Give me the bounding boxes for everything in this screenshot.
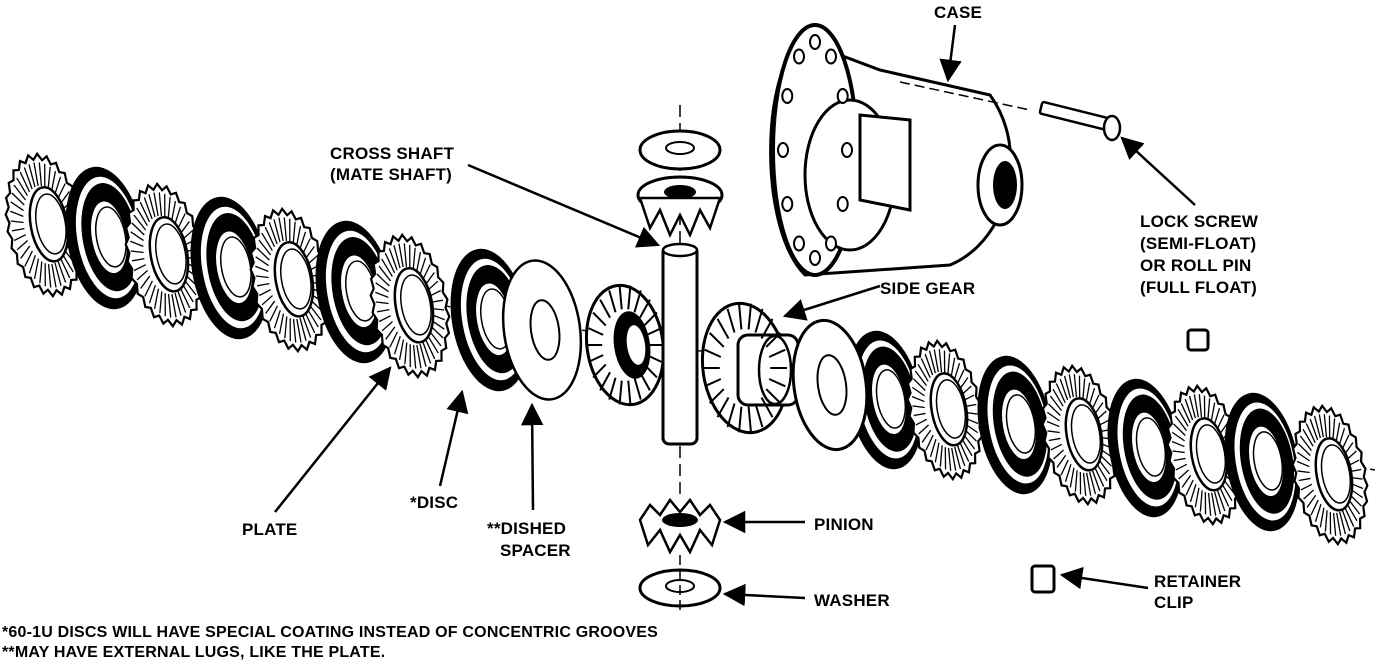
clutch-plate <box>1291 403 1369 547</box>
clutch-disc <box>847 330 923 470</box>
label-mate-shaft: (MATE SHAFT) <box>330 165 453 184</box>
clutch-plate <box>369 232 451 380</box>
footnote-spacer: **MAY HAVE EXTERNAL LUGS, LIKE THE PLATE… <box>2 644 386 661</box>
side-gear-right <box>700 301 800 435</box>
clutch-disc <box>977 355 1053 495</box>
clutch-plate <box>1166 383 1244 527</box>
bottom-pinion <box>638 497 722 555</box>
differential-case <box>769 23 1031 277</box>
clutch-plate <box>906 338 984 482</box>
cross-shaft <box>661 105 699 495</box>
label-plate: PLATE <box>242 520 298 539</box>
label-lock-screw: LOCK SCREW <box>1140 212 1259 231</box>
clutch-plate <box>1041 363 1119 507</box>
label-case: CASE <box>934 3 983 22</box>
label-clip: CLIP <box>1154 593 1194 612</box>
label-washer: WASHER <box>814 591 890 610</box>
clutch-disc <box>190 196 270 340</box>
clutch-plate <box>124 181 206 329</box>
top-washer <box>638 129 722 171</box>
label-dished: **DISHED <box>487 519 567 538</box>
dished-spacer-left <box>501 259 583 401</box>
footnote-disc: *60-1U DISCS WILL HAVE SPECIAL COATING I… <box>2 624 659 641</box>
label-semi-float: (SEMI-FLOAT) <box>1140 234 1257 253</box>
clutch-plate <box>249 206 331 354</box>
label-side-gear: SIDE GEAR <box>880 279 976 298</box>
left-clutch-pack <box>4 151 530 392</box>
dished-spacer-right <box>791 318 869 452</box>
label-pinion: PINION <box>814 515 874 534</box>
label-spacer: SPACER <box>500 541 571 560</box>
clutch-plate <box>4 151 86 299</box>
top-pinion <box>636 175 724 239</box>
retainer-clip-piece <box>1030 328 1210 594</box>
side-gear-left <box>584 283 666 407</box>
label-disc: *DISC <box>410 493 459 512</box>
clutch-disc <box>65 166 145 310</box>
clutch-disc <box>315 220 395 364</box>
label-retainer: RETAINER <box>1154 572 1242 591</box>
bottom-washer <box>638 555 722 612</box>
lock-screw <box>1038 100 1122 142</box>
clutch-disc <box>1107 378 1183 518</box>
leader-lines <box>274 24 1196 607</box>
label-full-float: (FULL FLOAT) <box>1140 278 1257 297</box>
label-roll-pin: OR ROLL PIN <box>1140 256 1252 275</box>
label-cross-shaft: CROSS SHAFT <box>330 144 455 163</box>
right-clutch-pack <box>847 330 1369 547</box>
clutch-disc <box>1224 392 1300 532</box>
